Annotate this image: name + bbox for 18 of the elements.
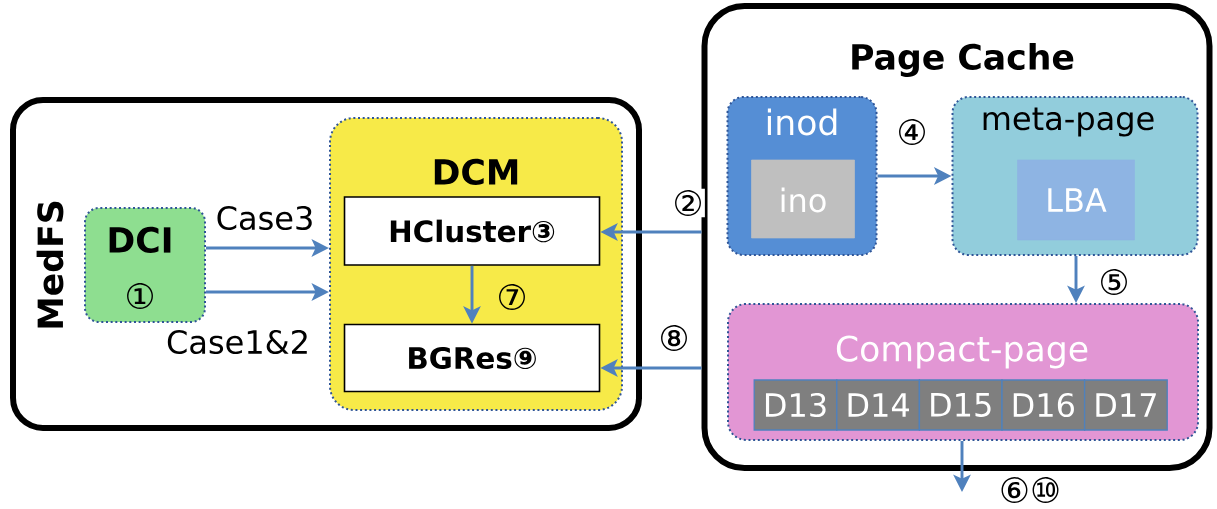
data-block: D17 [1083,379,1168,431]
field-box: LBA [1017,159,1135,241]
edge-label: ④ [895,117,929,147]
data-block: D13 [753,379,838,431]
edge-label: ⑧ [657,323,691,353]
component-box: HCluster③ [343,196,601,266]
edge-label: ⑤ [1097,267,1131,297]
data-block: D16 [1001,379,1086,431]
edge-label: ⑥⑩ [997,475,1063,505]
edge-label: Case3 [214,204,316,232]
edge-label: Case1&2 [164,328,312,356]
data-block: D14 [836,379,921,431]
field-box: ino [751,159,855,239]
edge-label: ② [671,188,705,218]
data-block: D15 [918,379,1003,431]
module-box: DCI ① [84,207,206,323]
component-box: BGRes⑨ [343,323,601,393]
edge-label: ⑦ [495,282,529,312]
